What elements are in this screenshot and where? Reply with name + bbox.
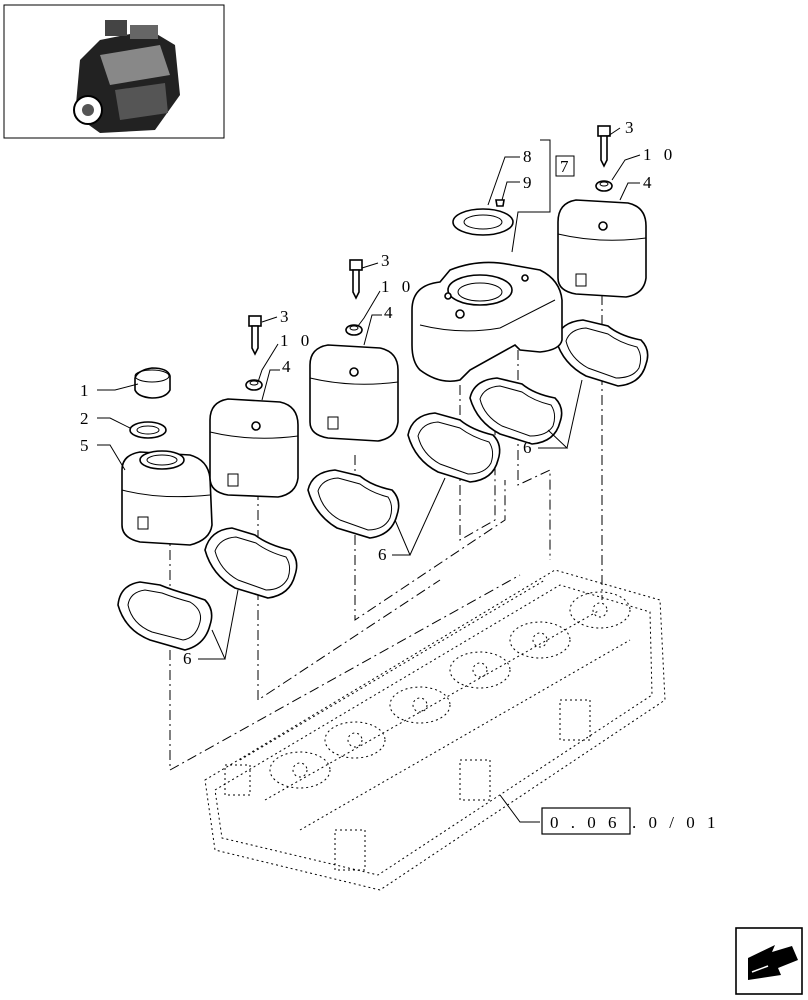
screw-9[interactable] [495,199,505,207]
callout-1: 1 [80,381,93,400]
callout-4c: 4 [643,173,656,192]
rocker-cover-with-filler-5[interactable] [121,450,213,546]
callout-7-box [555,155,575,177]
washer-10b[interactable] [345,324,363,336]
seal-ring-2[interactable] [129,421,167,439]
callout-3c: 3 [625,118,638,137]
callout-10b: 1 0 [381,277,414,296]
callout-3a: 3 [280,307,293,326]
callout-9: 9 [523,173,536,192]
page-reference[interactable]: 0 . 0 6 . 0 / 0 1 [541,807,719,835]
reference-boxed-text: 0 . 0 6 [550,813,621,832]
callout-10a: 1 0 [280,331,313,350]
callout-7: 7 [560,157,573,176]
callout-4a: 4 [282,357,295,376]
gasket-6[interactable] [555,319,649,387]
ring-plate-8[interactable] [452,208,514,236]
callout-labels: 1 2 5 3 1 0 4 3 1 0 4 8 9 7 3 1 0 4 6 6 … [80,118,676,668]
rocker-cover-breather-7[interactable] [411,261,563,383]
rocker-cover-4c[interactable] [557,199,647,298]
callout-8: 8 [523,147,536,166]
callout-4b: 4 [384,303,397,322]
gasket-3[interactable] [307,469,400,539]
navigation-arrow-icon[interactable] [735,927,803,995]
callout-6b: 6 [378,545,391,564]
gasket-2[interactable] [204,527,298,599]
rocker-cover-4a[interactable] [209,398,299,498]
callout-6c: 6 [523,438,536,457]
bolt-3b[interactable] [349,259,363,300]
gasket-5[interactable] [469,377,563,445]
leader-lines [97,127,641,823]
rocker-cover-4b[interactable] [309,344,399,442]
gasket-1[interactable] [117,581,213,651]
cylinder-head [204,569,666,891]
washer-10c[interactable] [595,180,613,192]
callout-6a: 6 [183,649,196,668]
callout-10c: 1 0 [643,145,676,164]
washer-10a[interactable] [245,379,263,391]
filler-cap-1[interactable] [134,367,171,399]
reference-suffix-text: . 0 / 0 1 [632,813,719,832]
bolt-3c[interactable] [597,125,611,168]
engine-thumbnail[interactable] [3,4,225,139]
callout-5: 5 [80,436,93,455]
gasket-4[interactable] [407,412,501,483]
bolt-3a[interactable] [248,315,262,356]
callout-2: 2 [80,409,93,428]
reference-box [541,807,631,835]
callout-3b: 3 [381,251,394,270]
